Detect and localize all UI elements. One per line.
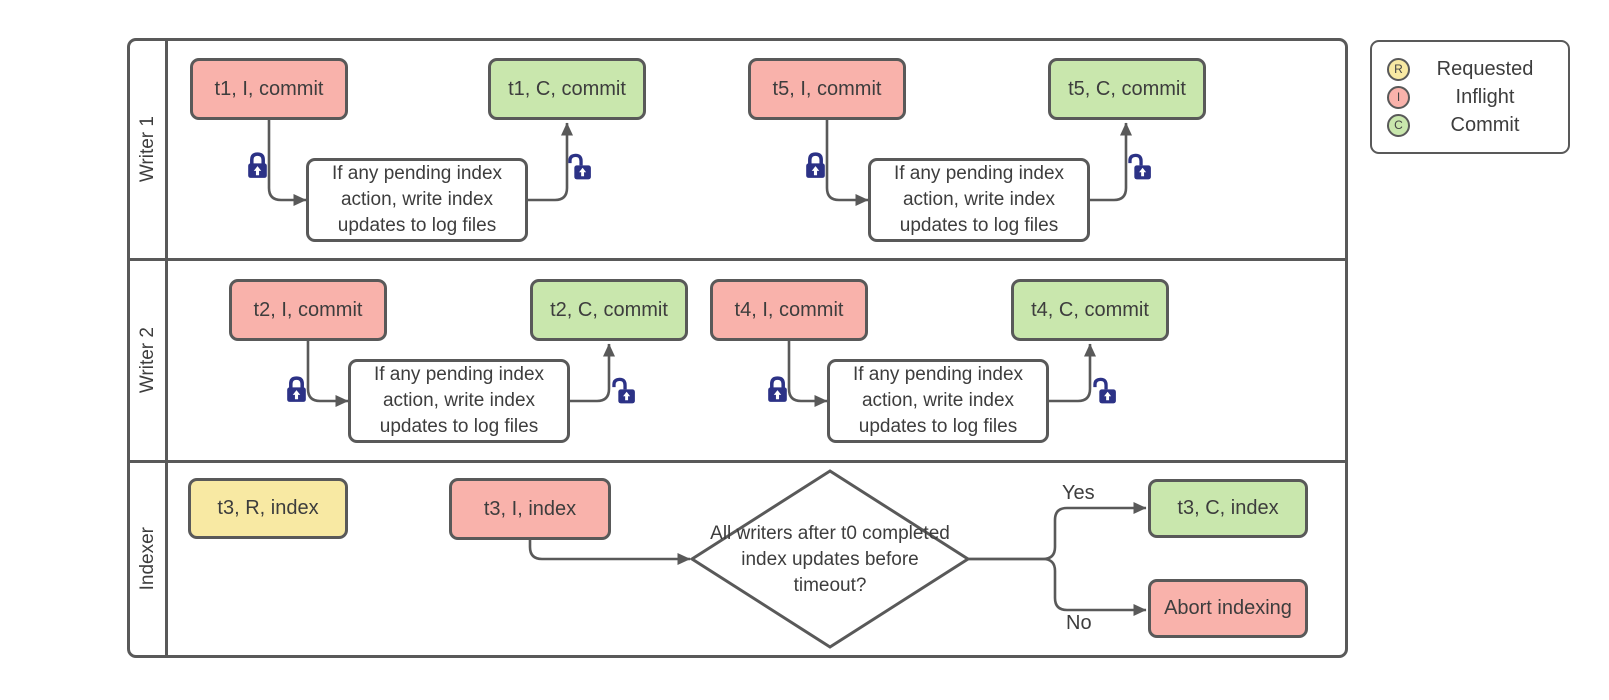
- lane-writer-1: Writer 1: [130, 41, 1345, 258]
- process-note-t4: If any pending index action, write index…: [827, 359, 1049, 443]
- lock-open-icon: [1128, 153, 1152, 182]
- node-t3-inflight: t3, I, index: [449, 478, 611, 540]
- connector-process-to-t4-commit: [1049, 343, 1096, 403]
- lock-open-icon: [1093, 377, 1117, 406]
- lane-indexer: Indexer: [130, 460, 1345, 655]
- lock-open-icon: [612, 377, 636, 406]
- process-note-t2: If any pending index action, write index…: [348, 359, 570, 443]
- branch-yes-label: Yes: [1062, 482, 1095, 504]
- connector-t1-to-process: [267, 120, 307, 206]
- lane-writer-2: Writer 2: [130, 258, 1345, 460]
- node-t2-commit: t2, C, commit: [530, 279, 688, 341]
- legend-label: Requested: [1436, 57, 1534, 80]
- decision-label: All writers after t0 completed index upd…: [710, 523, 950, 596]
- connector-process-to-t1-commit: [528, 122, 573, 202]
- node-t5-commit: t5, C, commit: [1048, 58, 1206, 120]
- lane-header-writer-2: Writer 2: [130, 261, 168, 460]
- lock-closed-icon: [246, 152, 269, 180]
- commit-state-icon: C: [1387, 113, 1410, 137]
- node-abort-indexing: Abort indexing: [1148, 579, 1308, 638]
- lane-header-writer-1: Writer 1: [130, 41, 168, 258]
- connector-t4-to-process: [787, 341, 828, 407]
- legend-label: Inflight: [1455, 85, 1515, 108]
- node-t3-requested: t3, R, index: [188, 478, 348, 539]
- process-note-t5: If any pending index action, write index…: [868, 158, 1090, 242]
- lane-header-indexer: Indexer: [130, 463, 168, 655]
- legend-item-requested: R Requested: [1387, 57, 1560, 82]
- branch-no-label: No: [1066, 612, 1092, 634]
- process-note-t1: If any pending index action, write index…: [306, 158, 528, 242]
- legend-item-inflight: I Inflight: [1387, 85, 1560, 110]
- node-t5-inflight: t5, I, commit: [748, 58, 906, 120]
- legend: R Requested I Inflight C Commit: [1370, 40, 1570, 154]
- inflight-state-icon: I: [1387, 85, 1410, 109]
- connector-process-to-t5-commit: [1090, 122, 1132, 202]
- requested-state-icon: R: [1387, 57, 1410, 81]
- node-t4-commit: t4, C, commit: [1011, 279, 1169, 341]
- node-t1-commit: t1, C, commit: [488, 58, 646, 120]
- connector-t2-to-process: [306, 341, 349, 407]
- legend-item-commit: C Commit: [1387, 113, 1560, 138]
- node-t2-inflight: t2, I, commit: [229, 279, 387, 341]
- node-t4-inflight: t4, I, commit: [710, 279, 868, 341]
- lock-closed-icon: [285, 376, 308, 404]
- lock-open-icon: [568, 153, 592, 182]
- connector-process-to-t2-commit: [570, 343, 615, 403]
- connector-t3-to-decision: [528, 540, 691, 565]
- node-t1-inflight: t1, I, commit: [190, 58, 348, 120]
- lock-closed-icon: [804, 152, 827, 180]
- connector-decision-yes: [968, 502, 1147, 561]
- decision-diamond: [689, 469, 971, 649]
- legend-label: Commit: [1450, 113, 1520, 136]
- lock-closed-icon: [766, 376, 789, 404]
- connector-t5-to-process: [825, 120, 869, 206]
- swimlane-frame: Writer 1 Writer 2 Indexer: [127, 38, 1348, 658]
- node-t3-commit: t3, C, index: [1148, 479, 1308, 538]
- connector-decision-no: [968, 557, 1147, 616]
